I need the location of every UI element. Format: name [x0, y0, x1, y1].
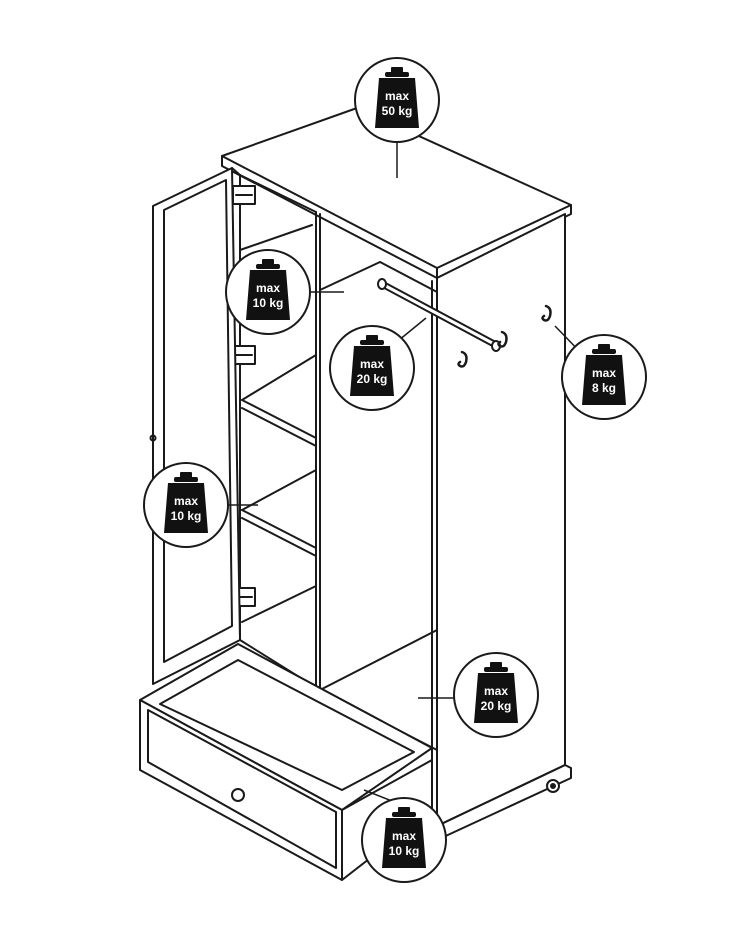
callout-rail-label: max — [360, 357, 384, 371]
callout-hooks-value: 8 kg — [592, 381, 616, 395]
wardrobe-base — [436, 764, 572, 841]
callout-mid-shelf-value: 10 kg — [171, 509, 202, 523]
callout-rail-value: 20 kg — [357, 372, 388, 386]
weight-icon: max 10 kg — [164, 472, 208, 533]
callout-mid-shelf-label: max — [174, 494, 198, 508]
weight-icon: max 8 kg — [582, 344, 626, 405]
wardrobe-door — [149, 167, 241, 685]
callout-floor-label: max — [484, 684, 508, 698]
callout-top-label: max — [385, 89, 409, 103]
callout-floor-value: 20 kg — [481, 699, 512, 713]
callout-drawer-label: max — [392, 829, 416, 843]
callout-floor: max 20 kg — [453, 652, 539, 738]
callout-upper-shelf: max 10 kg — [225, 249, 311, 335]
callout-rail: max 20 kg — [329, 325, 415, 411]
callout-mid-shelf: max 10 kg — [143, 462, 229, 548]
callout-hooks-label: max — [592, 366, 616, 380]
callout-drawer: max 10 kg — [361, 797, 447, 883]
weight-icon: max 10 kg — [382, 807, 426, 868]
weight-icon: max 20 kg — [474, 662, 518, 723]
weight-icon: max 10 kg — [246, 259, 290, 320]
callout-drawer-value: 10 kg — [389, 844, 420, 858]
callout-upper-shelf-value: 10 kg — [253, 296, 284, 310]
side-hooks — [457, 304, 552, 368]
callout-top: max 50 kg — [354, 57, 440, 143]
callout-top-value: 50 kg — [382, 104, 413, 118]
weight-icon: max 20 kg — [350, 335, 394, 396]
callout-hooks: max 8 kg — [561, 334, 647, 420]
weight-icon: max 50 kg — [375, 67, 419, 128]
callout-upper-shelf-label: max — [256, 281, 280, 295]
